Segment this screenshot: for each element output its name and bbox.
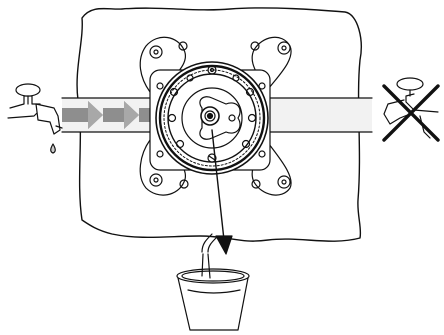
outlet-tap-icon — [383, 77, 439, 139]
flow-arrow-icon — [103, 101, 139, 129]
cross-icon — [382, 84, 440, 142]
water-drop-icon — [50, 143, 56, 154]
valve-icon — [139, 36, 292, 196]
arrow-down-icon — [211, 129, 233, 255]
supply-tap-icon — [7, 83, 63, 135]
flow-arrow-icon — [62, 101, 103, 129]
cup-icon — [176, 233, 250, 331]
